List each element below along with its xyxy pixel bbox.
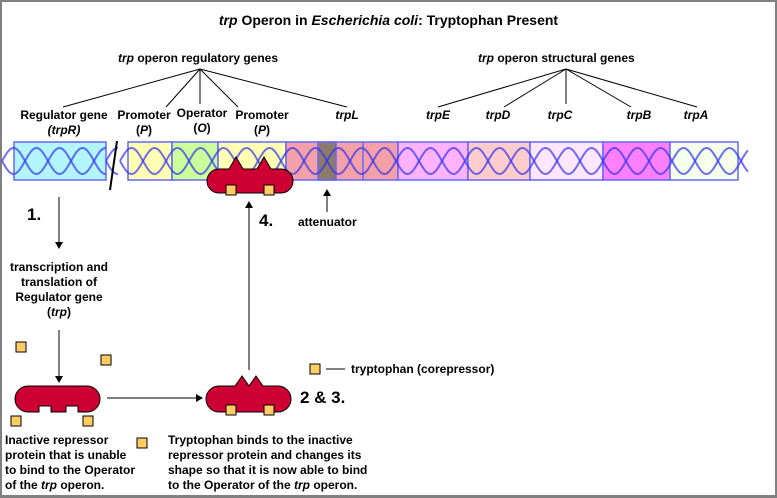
dna-break-slash: [109, 140, 118, 191]
label-trpA: trpA: [683, 108, 709, 122]
tryptophan-molecule: [82, 415, 94, 427]
transcription-text: transcription and translation of Regulat…: [9, 260, 108, 319]
label-trpD: trpD: [485, 108, 511, 122]
tryptophan-molecule: [100, 354, 112, 366]
tryptophan-molecule: [10, 415, 22, 427]
tryptophan-molecule: [225, 404, 237, 416]
regulatory-genes-header: trp operon regulatory genes: [118, 51, 279, 65]
inactive-repressor-text: Inactive repressor protein that is unabl…: [5, 433, 135, 492]
tryptophan-molecule: [263, 404, 275, 416]
inactive-repressor: [14, 385, 101, 413]
structural-genes-header: trp operon structural genes: [478, 51, 635, 65]
step-2-3-label: 2 & 3.: [300, 388, 346, 407]
label-trpL: trpL: [335, 108, 359, 122]
active-repressor-bound: [206, 156, 294, 196]
dna-helix-operon: [119, 147, 749, 175]
label-operator: Operator (O): [176, 106, 228, 135]
active-repressor: [205, 375, 292, 416]
label-trpC: trpC: [547, 108, 573, 122]
structural-bracket: [437, 68, 698, 108]
tryptophan-molecule: [225, 184, 237, 196]
label-promoter-1: Promoter (P): [117, 108, 171, 137]
tryptophan-molecule: [15, 341, 27, 353]
label-trpE: trpE: [426, 108, 450, 122]
tryptophan-binds-text: Tryptophan binds to the inactive repress…: [168, 433, 368, 492]
dna-helix-regulator: [1, 147, 106, 175]
label-regulator-gene: Regulator gene (trpR): [20, 108, 108, 137]
label-promoter-2: Promoter (P): [235, 108, 289, 137]
tryptophan-molecule: [263, 184, 275, 196]
attenuator-label: attenuator: [298, 215, 357, 229]
segment-trpL: [285, 141, 399, 181]
step-1-label: 1.: [27, 205, 42, 224]
legend-label: tryptophan (corepressor): [351, 362, 495, 376]
regulatory-bracket: [62, 68, 348, 108]
label-trpB: trpB: [626, 108, 652, 122]
dna-helix-regulator: [1, 147, 106, 175]
tryptophan-molecule: [136, 437, 148, 449]
legend-tryptophan-swatch: [309, 363, 321, 375]
diagram-title: trp Operon in Escherichia coli: Tryptoph…: [218, 12, 559, 28]
step-4-label: 4.: [259, 211, 274, 230]
